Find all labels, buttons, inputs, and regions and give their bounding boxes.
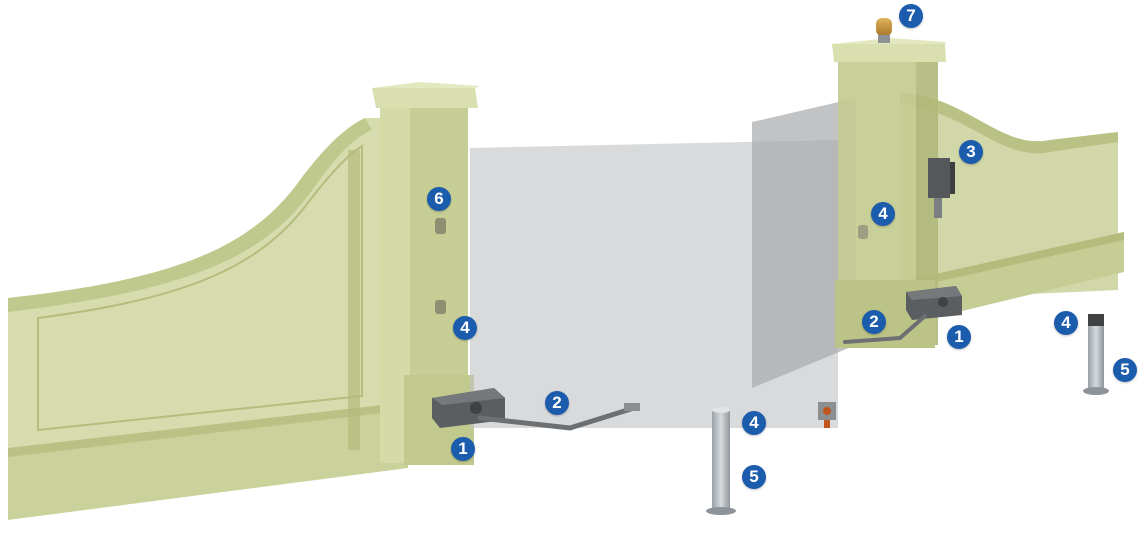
right-pillar [832,38,946,348]
callout-4-right-pillar: 4 [871,202,895,226]
callout-1-right-motor: 1 [947,325,971,349]
right-pillar-cap [832,44,946,62]
right-wall-cap [900,92,1118,154]
callout-4-post-right: 4 [1054,311,1078,335]
key-switch-device [928,158,955,218]
callout-3-key-switch: 3 [959,140,983,164]
post-center-device [706,407,736,515]
left-gate-leaf [470,140,838,428]
left-pillar-cap [372,88,478,108]
left-wall-base-top [8,402,408,457]
post-right-device [1083,314,1109,395]
callout-7-flashing-lamp: 7 [899,4,923,28]
arm-right-device [843,314,927,344]
left-wall-pilaster [348,150,360,450]
callout-5-post-center: 5 [742,465,766,489]
flashing-lamp-device [876,18,892,43]
left-pillar-cap-top [372,82,480,88]
callout-5-post-right: 5 [1113,358,1137,382]
callout-2-right-arm: 2 [862,310,886,334]
callout-6-receiver: 6 [427,187,451,211]
callout-4-left-pillar: 4 [453,316,477,340]
callout-1-left-motor: 1 [451,437,475,461]
photocell-right-pillar [858,225,868,239]
photocell-left-pillar [435,300,446,314]
callout-4-post-center: 4 [742,411,766,435]
left-wall-base [8,402,408,520]
right-pillar-side [916,60,938,345]
left-wall-panel [8,118,400,455]
right-wall-base-top [900,232,1124,290]
left-wall [8,118,408,520]
left-wall-cap [8,118,372,312]
receiver-device [435,218,446,234]
motor-right-device [906,286,962,320]
right-gate-leaf [752,98,856,388]
gate-stop-device [818,402,836,428]
callout-2-left-arm: 2 [545,391,569,415]
arm-left-device [477,403,640,431]
